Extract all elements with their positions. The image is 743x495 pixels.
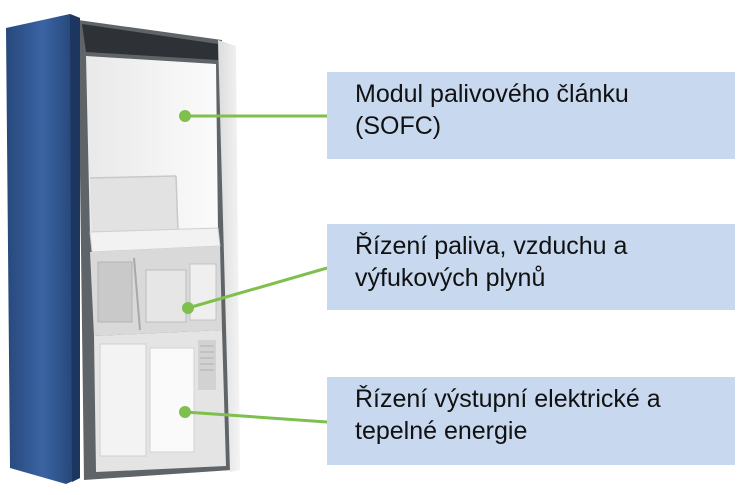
leader-line-sofc [179,110,327,122]
label-fuel-air-line-2: výfukových plynů [355,264,546,292]
label-box-power-output: Řízení výstupní elektrické a tepelné ene… [327,377,735,465]
power-output-section [94,330,226,472]
label-box-fuel-air-control: Řízení paliva, vzduchu a výfukových plyn… [327,224,735,310]
label-power-line-1: Řízení výstupní elektrické a [355,385,661,413]
label-sofc-line-2: (SOFC) [355,112,442,140]
label-box-sofc-module: Modul palivového článku (SOFC) [327,72,735,159]
front-door-panel [6,14,80,484]
sofc-module-block [86,56,221,253]
label-fuel-air-line-1: Řízení paliva, vzduchu a [355,232,628,260]
label-sofc-line-1: Modul palivového článku [355,80,629,108]
leader-line-power [179,406,328,424]
fuel-air-control-section [90,246,222,336]
label-power-line-2: tepelné energie [355,417,528,445]
leader-line-fuel-air [182,266,328,314]
